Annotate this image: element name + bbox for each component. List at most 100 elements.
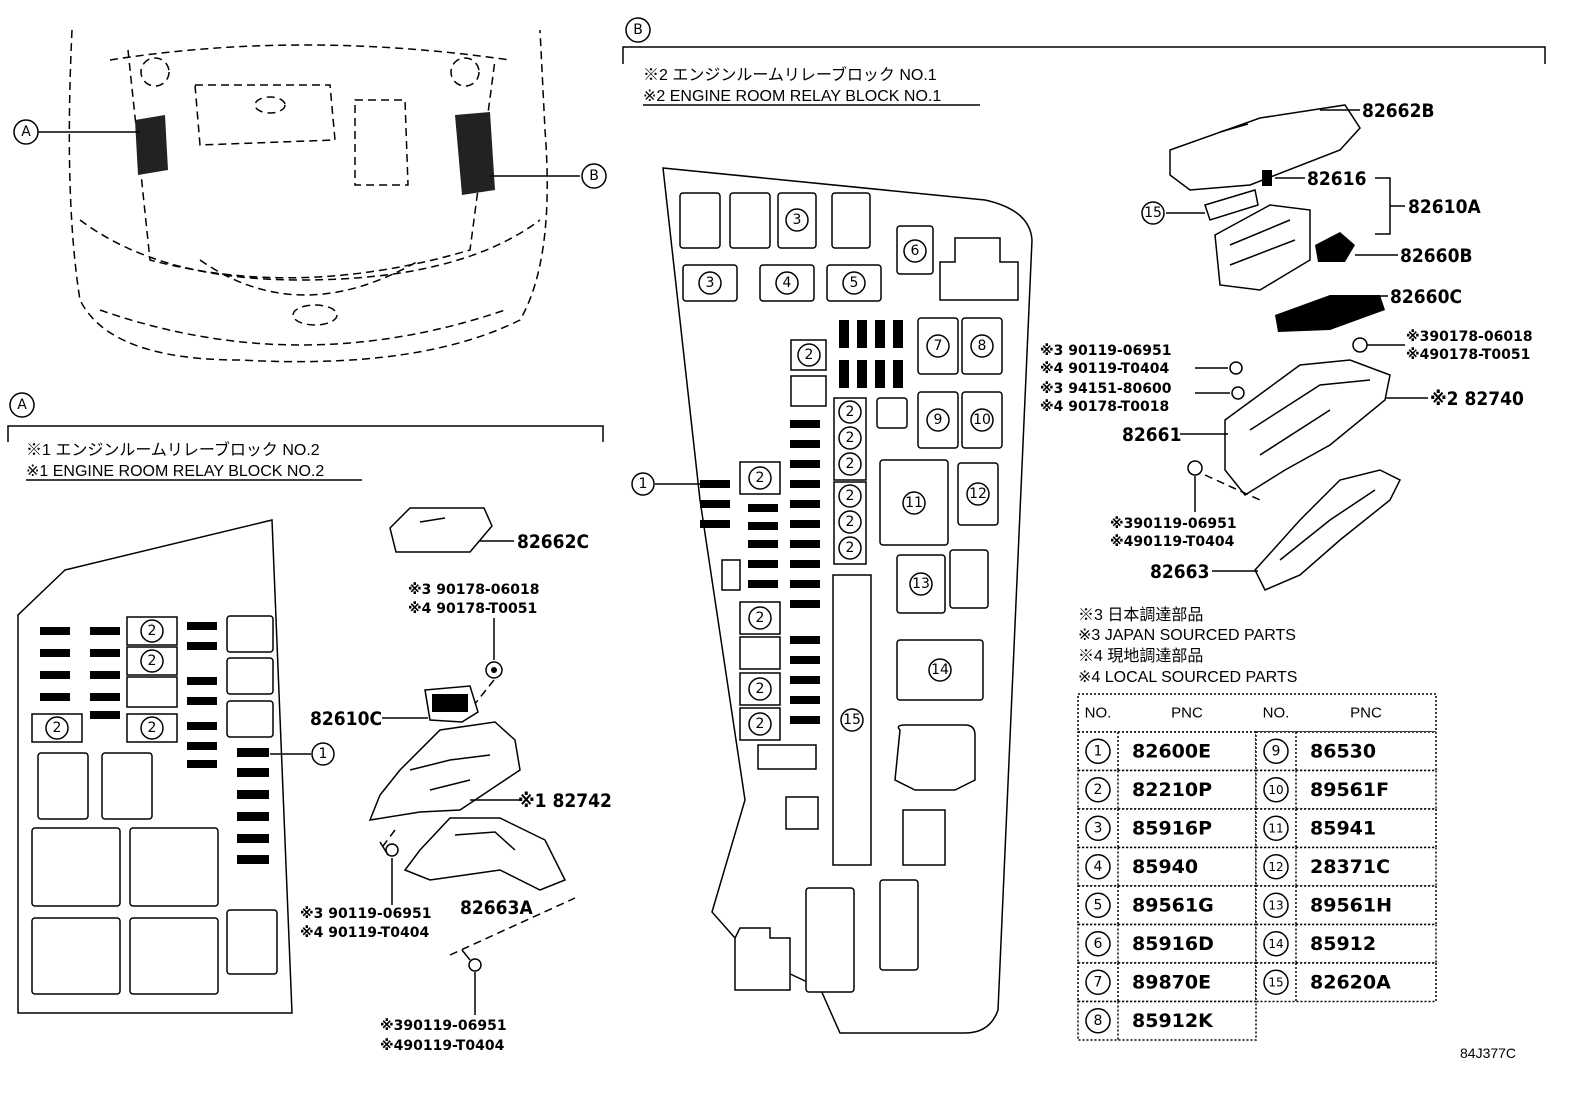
- svg-text:2: 2: [846, 540, 855, 556]
- marker-b-overview: B: [581, 163, 607, 189]
- callout-3: 3: [698, 271, 722, 295]
- table-pnc: 82600E: [1132, 740, 1211, 762]
- svg-text:A: A: [21, 124, 31, 140]
- table-no: 14: [1268, 937, 1283, 951]
- table-no: 12: [1268, 860, 1283, 874]
- table-no: 6: [1094, 936, 1103, 952]
- svg-text:7: 7: [934, 338, 943, 354]
- svg-text:1: 1: [319, 746, 328, 762]
- callout-2: 2: [45, 716, 69, 740]
- nut-icon: [485, 661, 503, 679]
- table-header-cell: NO.: [1263, 705, 1290, 722]
- callout-2: 2: [838, 400, 862, 424]
- svg-text:2: 2: [805, 347, 814, 363]
- svg-text:2: 2: [756, 610, 765, 626]
- relay-82610c: [424, 685, 479, 723]
- table-no: 5: [1094, 897, 1103, 913]
- callout-14: 14: [928, 658, 952, 682]
- label-a-bolt1-local: ※4 90119-T0404: [300, 925, 429, 941]
- label-a-bolt2-local: ※490119-T0404: [380, 1038, 505, 1054]
- label-82661: 82661: [1122, 424, 1181, 446]
- relay-block-no2-layout: [17, 519, 293, 1014]
- table-header: [1077, 693, 1437, 733]
- svg-text:6: 6: [911, 243, 920, 259]
- table-no: 4: [1094, 859, 1103, 875]
- callout-2: 2: [748, 606, 772, 630]
- table-no: 7: [1094, 974, 1103, 990]
- label-82610a: 82610A: [1408, 196, 1481, 218]
- svg-text:2: 2: [846, 430, 855, 446]
- svg-text:2: 2: [53, 720, 62, 736]
- callout-2: 2: [838, 426, 862, 450]
- svg-text:4: 4: [783, 275, 792, 291]
- table-pnc: 28371C: [1310, 856, 1390, 878]
- svg-text:2: 2: [148, 623, 157, 639]
- car-overview: [68, 29, 548, 363]
- table-no-circle: [1263, 854, 1289, 880]
- part-82616: [1262, 170, 1272, 186]
- svg-text:2: 2: [756, 681, 765, 697]
- svg-text:5: 5: [850, 275, 859, 291]
- label-82610c: 82610C: [310, 708, 382, 730]
- svg-text:2: 2: [846, 456, 855, 472]
- table-no: 11: [1268, 821, 1283, 835]
- callout-2: 2: [838, 484, 862, 508]
- label-b-screw-local: ※4 90119-T0404: [1040, 361, 1169, 377]
- svg-text:B: B: [633, 22, 643, 38]
- legend-jp-sourced-jp: ※3 日本調達部品: [1078, 606, 1203, 624]
- table-no-circle: [1085, 738, 1111, 764]
- relay-box-82610a: [1214, 204, 1311, 291]
- legend-jp-sourced-en: ※3 JAPAN SOURCED PARTS: [1078, 627, 1296, 644]
- label-82662c: 82662C: [517, 531, 589, 553]
- svg-text:2: 2: [148, 653, 157, 669]
- screw-icon: [1229, 361, 1243, 375]
- table-pnc: 89561G: [1132, 894, 1214, 916]
- bolt-icon: [379, 841, 399, 857]
- marker-b-section: B: [625, 17, 651, 43]
- bracket-82740: [1224, 359, 1391, 496]
- bracket-82742: [368, 721, 521, 821]
- table-pnc: 85916D: [1132, 933, 1214, 955]
- svg-text:15: 15: [1144, 205, 1162, 221]
- label-b-bolt-local: ※490119-T0404: [1110, 534, 1235, 550]
- legend-local-jp: ※4 現地調達部品: [1078, 647, 1203, 665]
- table-no: 3: [1094, 820, 1103, 836]
- bracket-82663: [1254, 469, 1402, 591]
- callout-6: 6: [903, 239, 927, 263]
- callout-1: 1: [311, 742, 335, 766]
- table-pnc: 89561H: [1310, 894, 1392, 916]
- table-no: 10: [1268, 783, 1283, 797]
- svg-text:9: 9: [934, 412, 943, 428]
- table-no: 1: [1094, 743, 1103, 759]
- callout-5: 5: [842, 271, 866, 295]
- label-a-bolt1-jp: ※3 90119-06951: [300, 906, 431, 922]
- bracket-82663a: [403, 817, 567, 891]
- svg-text:2: 2: [846, 488, 855, 504]
- label-82740: ※2 82740: [1430, 388, 1524, 410]
- table-no-circle: [1085, 815, 1111, 841]
- table-no-circle: [1085, 1008, 1111, 1034]
- label-82663: 82663: [1150, 561, 1209, 583]
- svg-text:2: 2: [148, 720, 157, 736]
- table-no: 8: [1094, 1013, 1103, 1029]
- callout-2: 2: [748, 466, 772, 490]
- label-b-bolt-jp: ※390119-06951: [1110, 516, 1237, 532]
- table-no-circle: [1085, 969, 1111, 995]
- relay-82660b: [1315, 232, 1355, 262]
- section-b-title-en: ※2 ENGINE ROOM RELAY BLOCK NO.1: [643, 88, 941, 105]
- table-no-circle: [1263, 815, 1289, 841]
- table-no-circle: [1085, 777, 1111, 803]
- table-no-circle: [1263, 969, 1289, 995]
- table-no-circle: [1263, 777, 1289, 803]
- table-row: 5 89561G: [1077, 885, 1257, 926]
- table-row: 12 28371C: [1255, 846, 1437, 887]
- svg-text:1: 1: [639, 476, 648, 492]
- table-no: 15: [1268, 975, 1283, 989]
